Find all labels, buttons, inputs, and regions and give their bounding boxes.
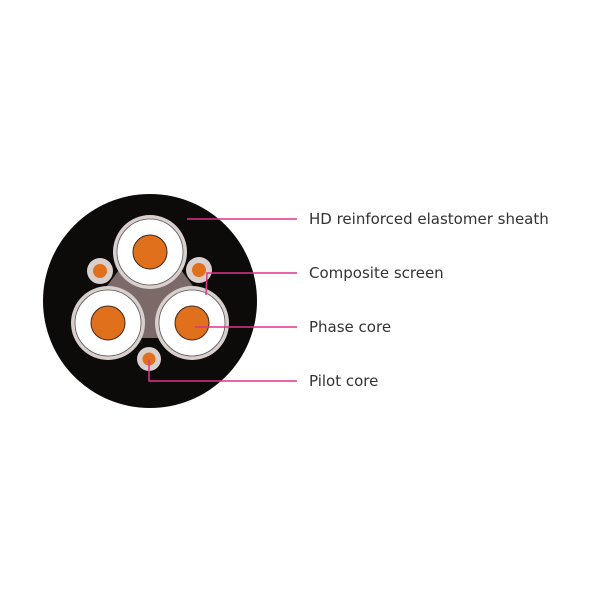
phase-core-top — [113, 215, 187, 289]
leader-pilot — [148, 360, 297, 382]
pilot-core — [137, 347, 161, 371]
leader-screen — [205, 272, 297, 296]
phase-core-right — [155, 286, 229, 360]
label-phase-core: Phase core — [309, 318, 392, 336]
phase-core-left — [71, 286, 145, 360]
leader-lines — [148, 218, 297, 382]
label-pilot-core: Pilot core — [309, 372, 379, 390]
screen-core-left — [87, 258, 113, 284]
label-composite-screen: Composite screen — [309, 264, 444, 282]
label-sheath: HD reinforced elastomer sheath — [309, 210, 549, 228]
screen-core-right — [186, 257, 212, 283]
